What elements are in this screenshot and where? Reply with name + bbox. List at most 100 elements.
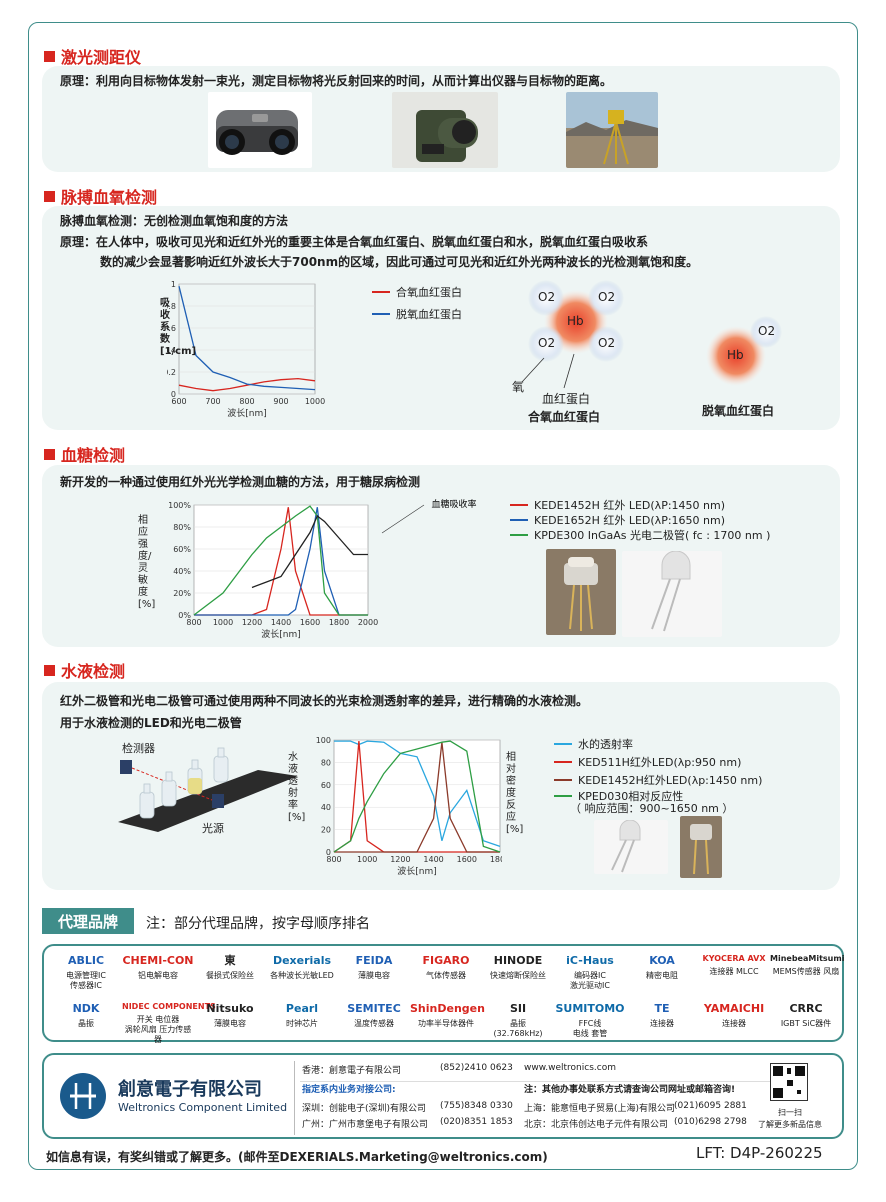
brand-logo: TE: [654, 1002, 670, 1015]
x-tick-label: 1600: [300, 618, 320, 627]
plot-area: [333, 739, 501, 853]
website-link[interactable]: www.weltronics.com: [524, 1063, 616, 1073]
water-legend-4: KPED030相对反应性: [554, 788, 683, 804]
glucose-section-title: 血糖检测: [44, 442, 125, 466]
x-tick-label: 800: [186, 618, 201, 627]
annotation-pointer: [381, 504, 425, 534]
brand-desc: 连接器 MLCC: [709, 967, 759, 976]
o2-label-3: O2: [538, 336, 556, 350]
y-tick-label: 20%: [173, 589, 191, 598]
y-tick-label: 60%: [173, 545, 191, 554]
series-line: [251, 514, 368, 589]
series-line: [178, 377, 316, 392]
glucose-panel: 新开发的一种通过使用红外光光学检测血糖的方法，用于糖尿病检测 相应强度/灵敏度[…: [42, 465, 840, 647]
plot-area: [178, 283, 316, 395]
water-detection-diagram: [118, 740, 298, 840]
y-tick-label: 80: [321, 758, 331, 767]
brand-logo: KYOCERA AVX: [702, 954, 766, 963]
qr-caption-1: 扫一扫: [778, 1108, 802, 1117]
oxygen-label: 氧: [512, 380, 525, 394]
water-section-title: 水液检测: [44, 658, 125, 682]
y-tick-label: 20: [321, 826, 331, 835]
brand-logo: FEIDA: [355, 954, 393, 967]
x-tick-label: 1400: [271, 618, 291, 627]
x-axis-label: 波长[nm]: [227, 407, 267, 418]
sh-office: 上海：能意恒电子贸易(上海)有限公司: [524, 1104, 676, 1114]
brand-desc: 薄膜电容: [214, 1018, 246, 1028]
sz-tel: (755)8348 0330: [440, 1101, 513, 1111]
caption-deoxy: 脱氧血红蛋白: [702, 404, 775, 418]
brand-desc: 晶振: [78, 1018, 94, 1028]
glucose-desc: 新开发的一种通过使用红外光光学检测血糖的方法，用于糖尿病检测: [60, 475, 421, 489]
water-sub: 用于水液检测的LED和光电二极管: [60, 716, 242, 730]
company-en: Weltronics Component Limited: [118, 1101, 288, 1114]
company-logo-icon: [60, 1073, 106, 1119]
brand-logo: Pearl: [285, 1002, 319, 1015]
x-tick-label: 1000: [213, 618, 233, 627]
x-tick-label: 1800: [329, 618, 349, 627]
plot-area: [193, 504, 369, 616]
brands-note: 注：部分代理品牌，按字母顺序排名: [146, 916, 370, 932]
brands-title: 代理品牌: [42, 908, 134, 934]
gz-tel: (020)8351 1853: [440, 1117, 513, 1127]
survey-photo: [566, 92, 658, 168]
brand-desc: 铝电解电容: [138, 970, 178, 980]
glucose-ylabel: 相应强度/灵敏度[%]: [138, 515, 156, 610]
x-tick-label: 1000: [305, 397, 325, 406]
brand-desc: 气体传感器: [426, 970, 466, 980]
laser-principle: 原理：利用向目标物体发射一束光，测定目标物将光反射回来的时间，从而计算出仪器与目…: [60, 74, 613, 88]
brand-logo: SII: [509, 1002, 527, 1015]
water-legend-3: KEDE1452H红外LED(λp:1450 nm): [554, 772, 762, 788]
x-tick-label: 1400: [423, 855, 443, 864]
y-tick-label: 40: [321, 803, 331, 812]
document-code: LFT: D4P-260225: [696, 1144, 823, 1162]
sh-tel: (021)6095 2881: [674, 1101, 747, 1111]
water-chart-svg: 02040608010080010001200140016001800波长[nm…: [316, 736, 510, 877]
water-ylabel-left: 水液透射率[%]: [288, 752, 306, 823]
spo2-legend-oxy: 合氧血红蛋白: [372, 284, 462, 300]
rangefinder-photo-2: [392, 92, 498, 168]
brand-logo: iC-Haus: [566, 954, 614, 967]
y-tick-label: 60: [321, 781, 331, 790]
qr-code-icon[interactable]: [770, 1063, 808, 1101]
water-panel: 红外二极管和光电二极管可通过使用两种不同波长的光束检测透射率的差异，进行精确的水…: [42, 682, 840, 890]
hk-tel: (852)2410 0623: [440, 1063, 513, 1073]
brand-logo: NDK: [72, 1002, 100, 1015]
brand-logo: MinebeaMitsumi: [770, 954, 845, 963]
y-tick-label: 0: [326, 848, 331, 857]
spo2-line2: 原理：在人体中，吸收可见光和近红外光的重要主体是合氧血红蛋白、脱氧血红蛋白和水，…: [60, 235, 649, 249]
y-tick-label: 0.8: [167, 302, 176, 311]
x-tick-label: 2000: [358, 618, 378, 627]
detector-label: 检测器: [122, 742, 155, 755]
o2-label-5: O2: [758, 324, 776, 338]
brand-logo: CRRC: [789, 1002, 823, 1015]
brand-kyocera-avx: KYOCERA AVX 连接器 MLCC: [698, 954, 770, 977]
brand-desc: 餐损式保险丝: [206, 970, 254, 980]
brand-logo: ABLIC: [67, 954, 105, 967]
o2-label-4: O2: [598, 336, 616, 350]
brand-desc: FFC线 电线 套管: [572, 1018, 608, 1038]
y-tick-label: 80%: [173, 523, 191, 532]
led-photo-3: [594, 820, 668, 874]
hemoglobin-label: 血红蛋白: [542, 392, 591, 406]
y-tick-label: 100%: [168, 501, 191, 510]
brand-logo: SEMITEC: [347, 1002, 401, 1015]
photodiode-photo: [680, 816, 722, 878]
bj-tel: (010)6298 2798: [674, 1117, 747, 1127]
brand-desc: 各种波长光敏LED: [270, 970, 334, 980]
glucose-annotation: 血糖吸收率: [431, 498, 476, 510]
spo2-ylabel: 吸收系数[1/cm]: [160, 298, 197, 357]
brand-desc: 连接器: [722, 1018, 746, 1028]
glucose-legend-3: KPDE300 InGaAs 光电二极管( fc : 1700 nm ): [510, 527, 770, 543]
